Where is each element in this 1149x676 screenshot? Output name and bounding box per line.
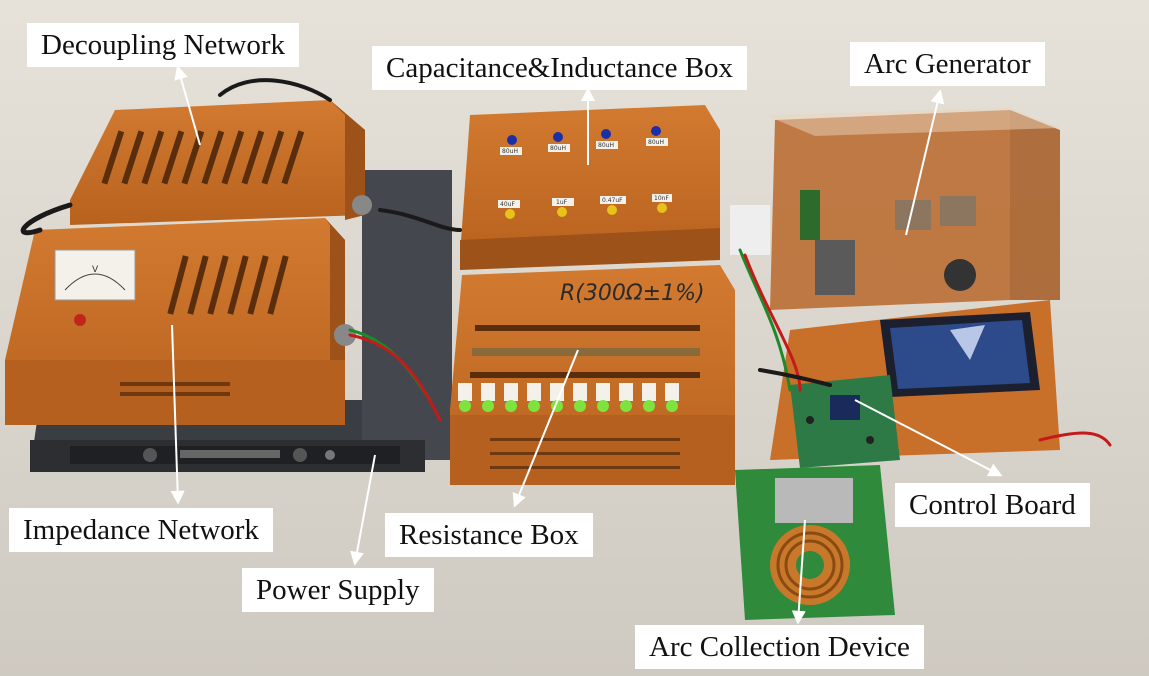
label-resistance-box: Resistance Box <box>385 513 593 557</box>
resistance-box-handwriting: R(300Ω±1%) <box>560 281 705 306</box>
arrow-control-board <box>854 399 1003 477</box>
arrow-arc-collection <box>791 519 806 625</box>
label-impedance-network: Impedance Network <box>9 508 273 552</box>
annotation-arrows <box>170 65 1003 625</box>
arrow-power-supply <box>350 454 376 566</box>
control-board-pcb <box>790 375 900 468</box>
selector-button[interactable] <box>459 400 471 412</box>
arrow-arc-generator <box>905 89 945 236</box>
selector-button[interactable] <box>607 205 617 215</box>
label-arc-collection-device: Arc Collection Device <box>635 625 924 669</box>
voltmeter <box>54 249 136 301</box>
voltmeter-face-label: V <box>92 265 99 275</box>
selector-button[interactable] <box>553 132 563 142</box>
svg-text:80uH: 80uH <box>598 142 614 149</box>
svg-text:80uH: 80uH <box>648 139 664 146</box>
capacitance-selector-row: 40uF 1uF 0.47uF 10nF <box>498 194 672 219</box>
selector-button[interactable] <box>597 400 609 412</box>
arrow-impedance-network <box>170 324 185 505</box>
decoupling-network-box <box>70 100 372 225</box>
selector-button[interactable] <box>574 400 586 412</box>
selector-button[interactable] <box>507 135 517 145</box>
svg-text:40uF: 40uF <box>500 201 515 208</box>
svg-text:0.47uF: 0.47uF <box>602 197 623 204</box>
lcd-display <box>880 312 1040 397</box>
svg-text:1uF: 1uF <box>556 199 568 206</box>
svg-text:80uH: 80uH <box>502 148 518 155</box>
selector-button[interactable] <box>482 400 494 412</box>
selector-button[interactable] <box>643 400 655 412</box>
selector-button[interactable] <box>505 400 517 412</box>
svg-text:80uH: 80uH <box>550 145 566 152</box>
impedance-network-box: V <box>5 218 356 425</box>
selector-button[interactable] <box>651 126 661 136</box>
power-indicator-light <box>74 314 86 326</box>
arrow-resistance-box <box>512 349 579 508</box>
label-decoupling-network: Decoupling Network <box>27 23 300 67</box>
arc-generator-enclosure <box>730 108 1060 460</box>
selector-button[interactable] <box>528 400 540 412</box>
arrow-decoupling-network <box>174 65 201 146</box>
inductance-selector-row: 80uH 80uH 80uH 80uH <box>500 126 668 155</box>
selector-button[interactable] <box>666 400 678 412</box>
label-capacitance-inductance-box: Capacitance&Inductance Box <box>372 46 748 90</box>
label-power-supply: Power Supply <box>242 568 434 612</box>
svg-text:10nF: 10nF <box>654 195 669 202</box>
selector-button[interactable] <box>620 400 632 412</box>
selector-button[interactable] <box>601 129 611 139</box>
capacitance-inductance-box: 80uH 80uH 80uH 80uH 40uF 1uF 0.47uF 10nF <box>460 105 720 270</box>
label-control-board: Control Board <box>895 483 1090 527</box>
cables <box>20 78 1112 447</box>
selector-button[interactable] <box>505 209 515 219</box>
power-supply-unit <box>30 170 452 472</box>
selector-button[interactable] <box>657 203 667 213</box>
selector-button[interactable] <box>557 207 567 217</box>
arc-collection-device <box>735 465 895 620</box>
resistor-selector-row <box>458 383 679 412</box>
label-arc-generator: Arc Generator <box>850 42 1045 86</box>
resistance-box: R(300Ω±1%) <box>450 265 735 485</box>
